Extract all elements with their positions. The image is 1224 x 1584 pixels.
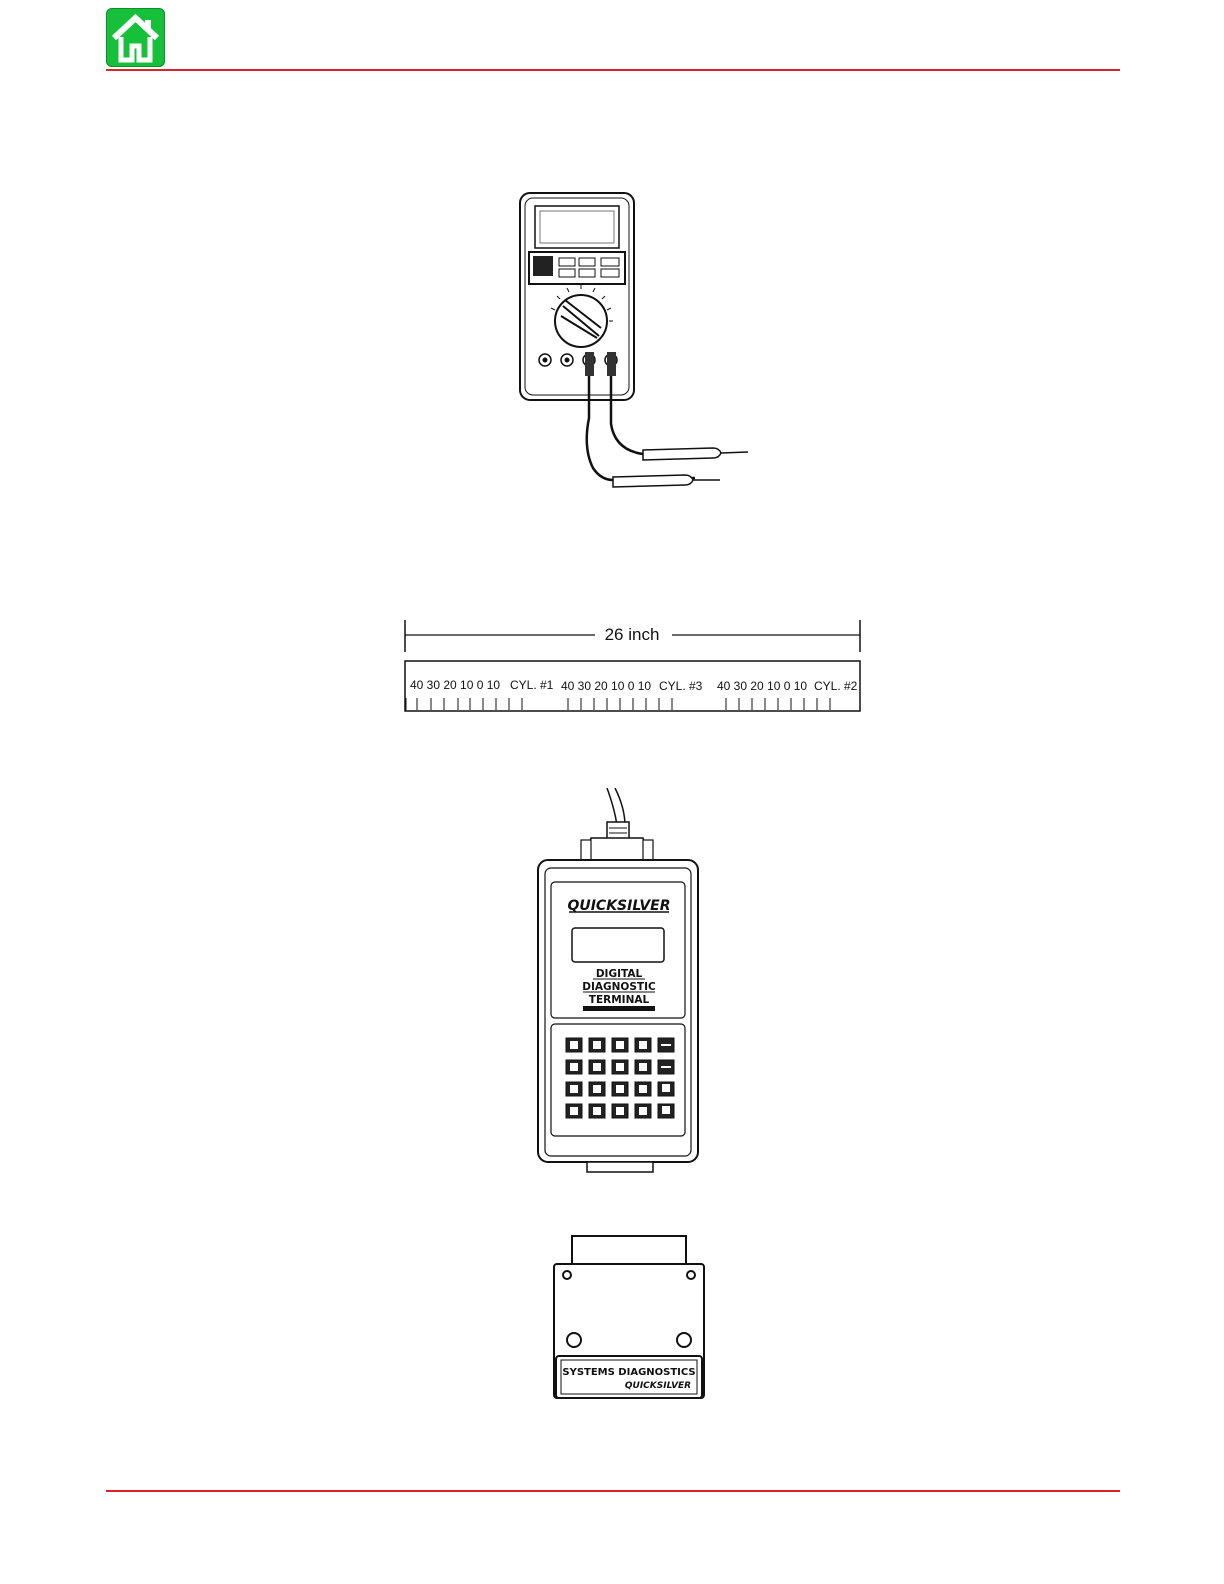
scale-group-1: 40 30 20 10 0 10: [410, 678, 500, 692]
cylinder-label-2: CYL. #3: [659, 679, 703, 693]
terminal-title-line-3: TERMINAL: [589, 994, 650, 1006]
footer-rule: [106, 1490, 1120, 1492]
terminal-title-line-1: DIGITAL: [596, 968, 643, 980]
cartridge-label-line-1: SYSTEMS DIAGNOSTICS: [562, 1367, 695, 1378]
home-icon: [106, 8, 165, 67]
terminal-title-line-2: DIAGNOSTIC: [582, 981, 656, 993]
diagnostic-cartridge-figure: SYSTEMS DIAGNOSTICS QUICKSILVER: [550, 1232, 710, 1404]
multimeter-figure: [505, 188, 755, 493]
scale-group-2: 40 30 20 10 0 10: [561, 679, 651, 693]
scale-group-3: 40 30 20 10 0 10: [717, 679, 807, 693]
cylinder-label-3: CYL. #2: [814, 679, 858, 693]
header-rule: [106, 69, 1120, 71]
cylinder-label-1: CYL. #1: [510, 678, 554, 692]
spark-gap-tool-figure: 26 inch 40 30 20 10 0 10 CYL. #1 40 30 2…: [400, 612, 866, 716]
home-button[interactable]: [106, 8, 165, 67]
cartridge-label-line-2: QUICKSILVER: [625, 1381, 691, 1391]
dimension-label: 26 inch: [605, 625, 660, 644]
diagnostic-terminal-figure: QUICKSILVER DIGITAL DIAGNOSTIC TERMINAL: [535, 788, 705, 1178]
